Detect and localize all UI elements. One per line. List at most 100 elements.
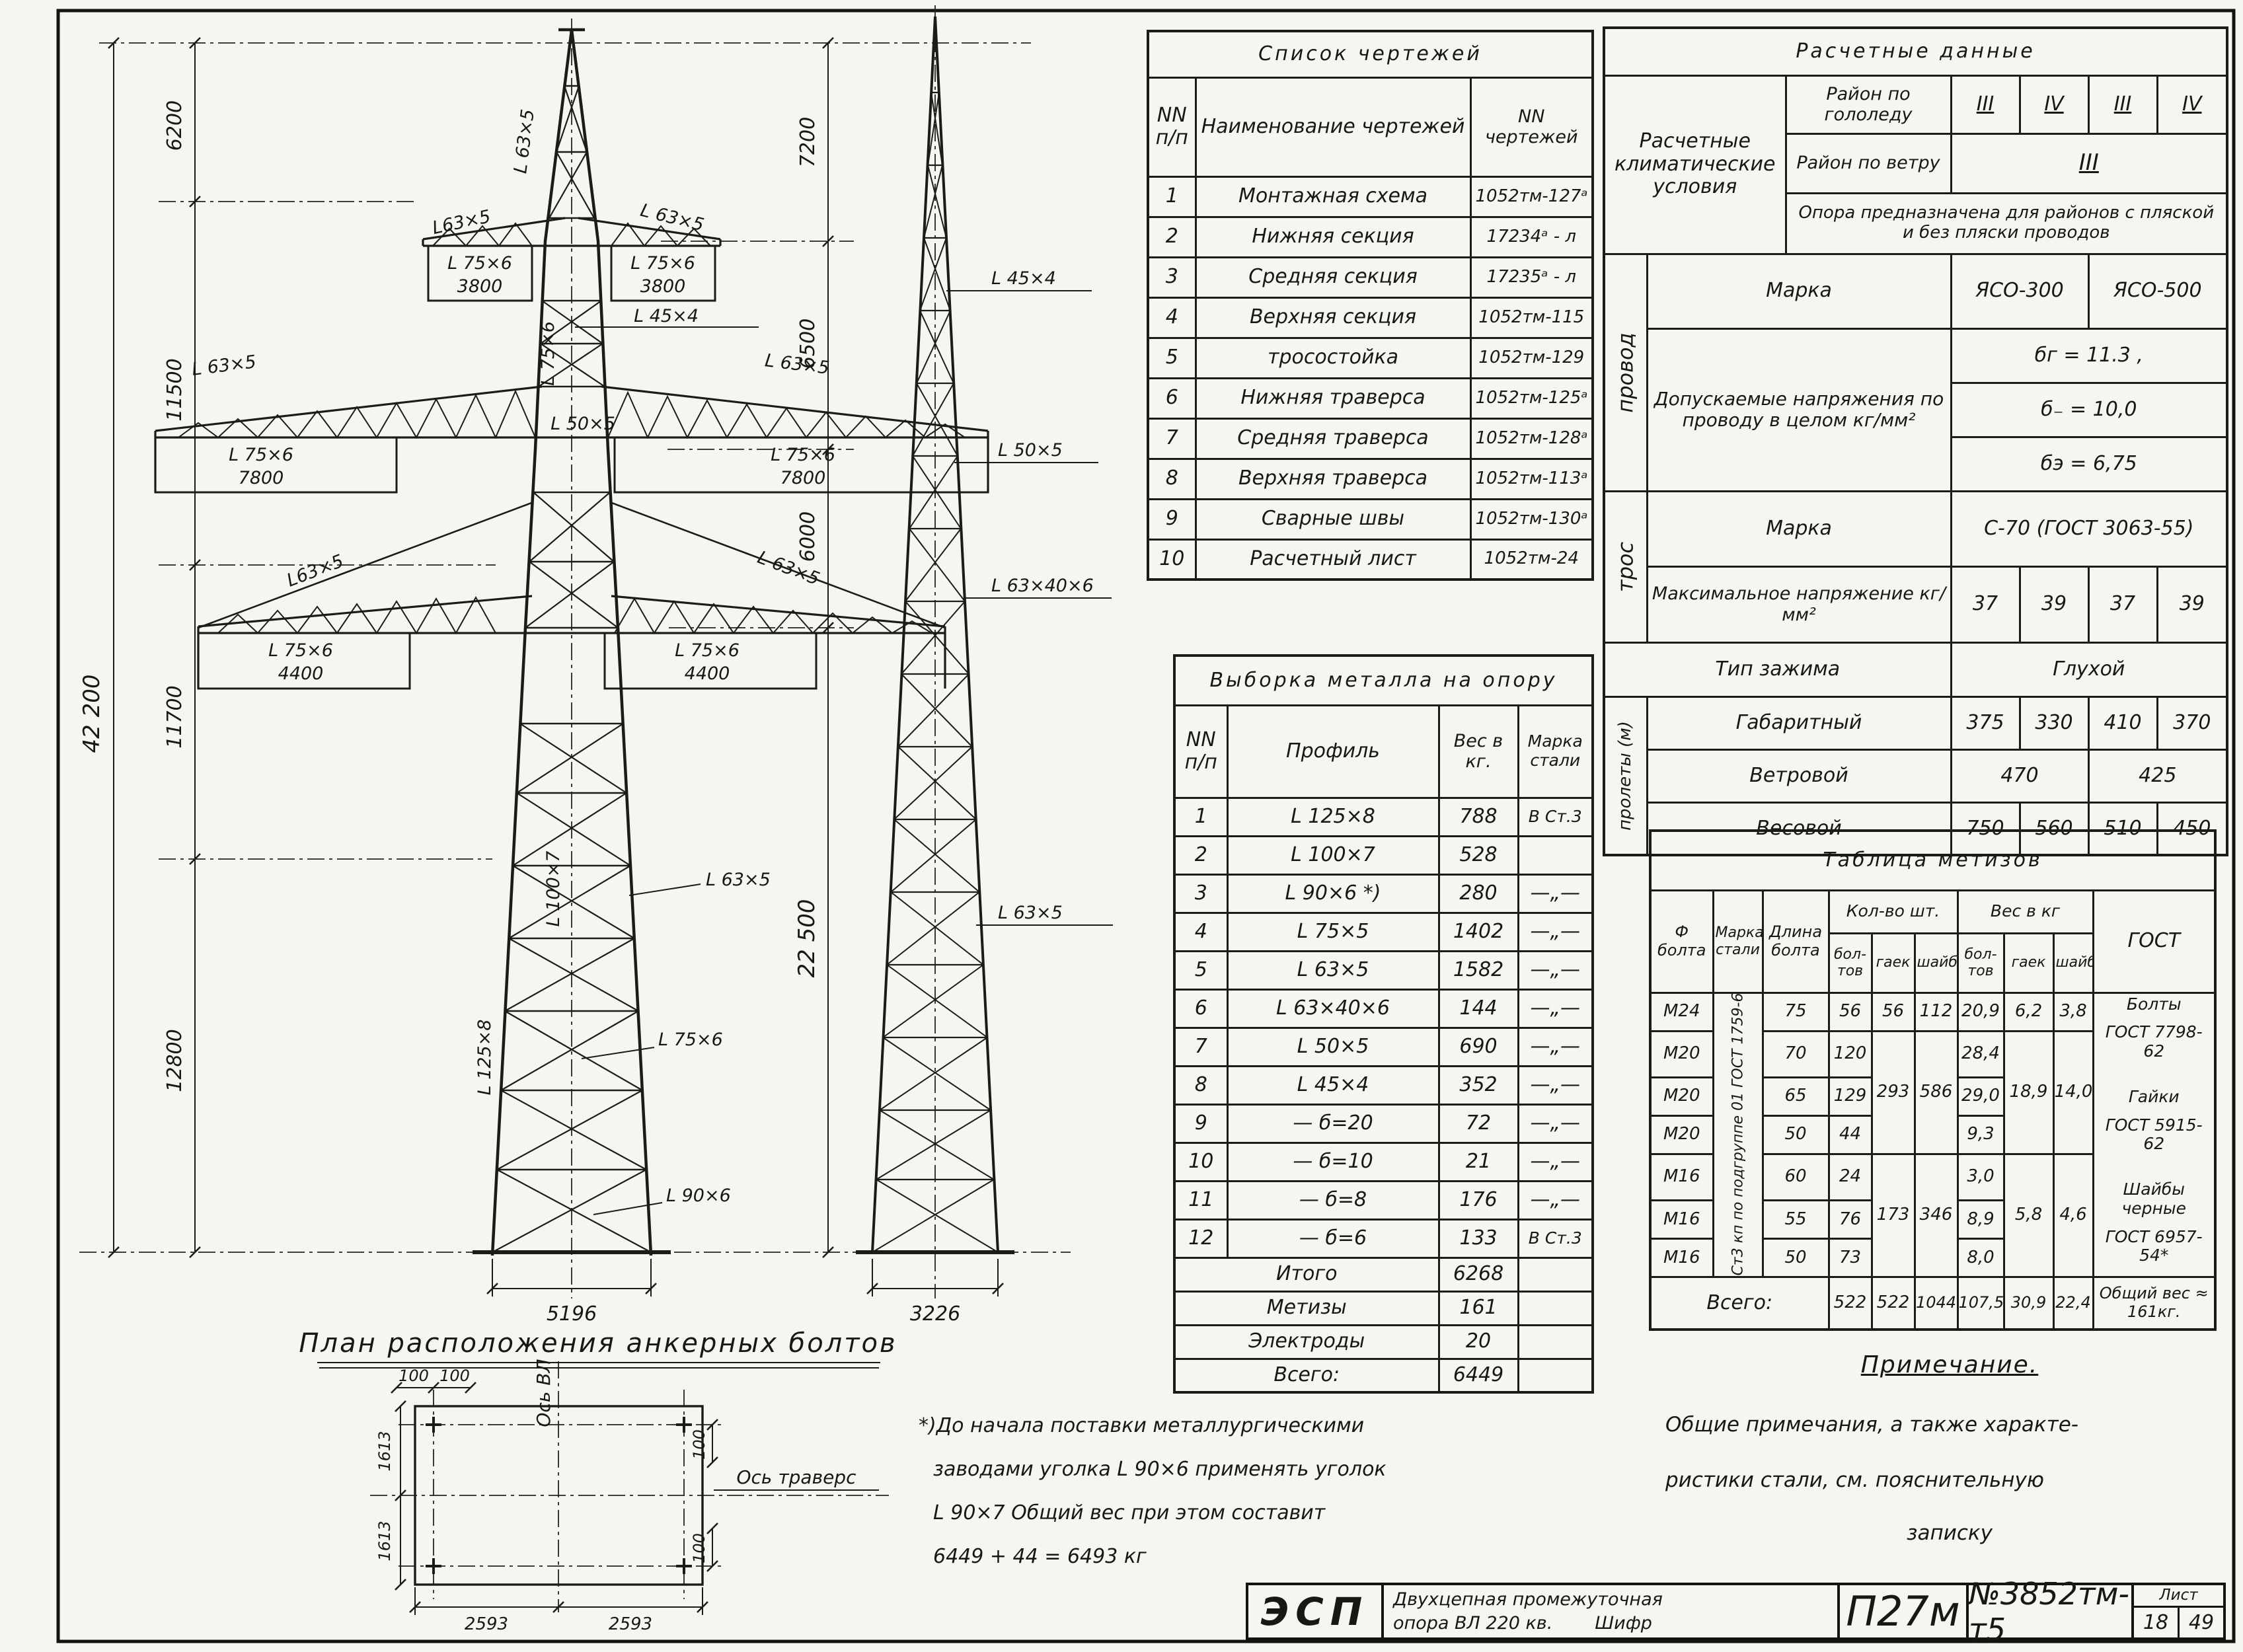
cell-name: Монтажная схема — [1194, 175, 1472, 218]
cell-weight: 72 — [1437, 1103, 1519, 1144]
col-header-steel: Марка стали — [1517, 704, 1594, 799]
empty-cell — [1517, 1324, 1594, 1360]
desc-line2: опора ВЛ 220 кв. — [1393, 1612, 1553, 1633]
climate-label: Расчетные климатические условия — [1603, 74, 1787, 255]
dim-total-height: 42 200 — [79, 675, 105, 753]
cell-steel: —„— — [1517, 1065, 1594, 1106]
cell-dia: М16 — [1649, 1152, 1714, 1202]
total-value: 20 — [1437, 1324, 1519, 1360]
metal-table: Выборка металла на опору NN п/п Профиль … — [1173, 654, 1595, 1394]
max-stress-label: Максимальное напряжение кг/мм² — [1646, 565, 1952, 644]
span-value: 410 — [2087, 695, 2158, 751]
cell-wb: 8,0 — [1956, 1238, 2005, 1278]
cell-qb: 120 — [1827, 1030, 1873, 1078]
cell-num: 11 — [1173, 1180, 1229, 1220]
cell-profile: — б=8 — [1226, 1180, 1440, 1220]
plan-dim: 100 — [439, 1367, 470, 1385]
cell-wb: 20,9 — [1956, 991, 2005, 1032]
cell-weight: 133 — [1437, 1218, 1519, 1259]
table-row: М20 65 129 29,0 — [1649, 1076, 2215, 1117]
empty-cell — [1517, 1357, 1594, 1394]
cell-profile: L 45×4 — [1226, 1065, 1440, 1106]
member-label: L 75×6 — [538, 321, 558, 386]
cell-dwg: 1052тм-130ᵃ — [1469, 498, 1594, 541]
clamp-label: Тип зажима — [1603, 641, 1952, 698]
total-qn: 522 — [1870, 1276, 1916, 1330]
desc-line1: Двухцепная промежуточная — [1393, 1589, 1663, 1610]
cell-wb: 3,0 — [1956, 1152, 2005, 1202]
stress-value: бг = 11.3 , — [1950, 327, 2228, 384]
metal-table-title: Выборка металла на опору — [1173, 654, 1594, 706]
cell-num: 3 — [1173, 873, 1229, 914]
cell-qn: 56 — [1870, 991, 1916, 1032]
cell-dia: М20 — [1649, 1076, 1714, 1117]
cell-ww-merged: 4,6 — [2052, 1152, 2094, 1279]
desc-line2-wrap: опора ВЛ 220 кв.Шифр — [1393, 1612, 1652, 1635]
cell-weight: 176 — [1437, 1180, 1519, 1220]
total-qw: 1044 — [1913, 1276, 1959, 1330]
cell-dwg: 1052тм-115 — [1469, 296, 1594, 339]
cell-qn-merged: 293 — [1870, 1030, 1916, 1155]
total-wn: 30,9 — [2002, 1276, 2055, 1330]
note-line: записку — [1906, 1521, 1993, 1545]
cell-weight: 352 — [1437, 1065, 1519, 1106]
plan-dim: 1613 — [375, 1521, 394, 1561]
cable-mark-value: С-70 (ГОСТ 3063-55) — [1950, 490, 2228, 568]
cell-profile: — б=10 — [1226, 1141, 1440, 1182]
cell-dwg: 1052тм-127ᵃ — [1469, 175, 1594, 218]
cell-num: 2 — [1147, 215, 1197, 258]
cell-dia: М20 — [1649, 1114, 1714, 1155]
dim-label: 6500 — [796, 319, 819, 369]
sub-header-bolts: бол-тов — [1827, 932, 1873, 994]
note-title: Примечание. — [1860, 1351, 2039, 1378]
cell-name: тросостойка — [1194, 336, 1472, 379]
cell-num: 1 — [1173, 796, 1229, 837]
title-block: ЭСП Двухцепная промежуточная опора ВЛ 22… — [1246, 1576, 2226, 1647]
stress-label: Допускаемые напряжения по проводу в цело… — [1646, 327, 1952, 492]
description-cell: Двухцепная промежуточная опора ВЛ 220 кв… — [1384, 1585, 1840, 1637]
cell-qw: 112 — [1913, 991, 1959, 1032]
cell-weight: 1402 — [1437, 911, 1519, 952]
footnote-line: L 90×7 Общий вес при этом составит — [933, 1501, 1326, 1524]
cell-steel: В Ст.3 — [1517, 796, 1594, 837]
cell-len: 50 — [1761, 1114, 1830, 1155]
gost-note: ГОСТ 6957-54* — [2105, 1226, 2203, 1265]
calc-data-title: Расчетные данные — [1603, 26, 2228, 77]
sub-header-nuts: гаек — [1870, 932, 1916, 994]
span-row-label: Ветровой — [1646, 748, 1952, 804]
sheet-num: 18 — [2134, 1608, 2180, 1638]
member-label: L 75×6 — [447, 253, 512, 274]
plan-dim: 1613 — [375, 1431, 394, 1471]
cell-weight: 788 — [1437, 796, 1519, 837]
cell-weight: 528 — [1437, 835, 1519, 876]
col-header-dwg: NN чертежей — [1469, 76, 1594, 178]
member-label: L 63×5 — [510, 108, 539, 175]
cell-qw-merged: 346 — [1913, 1152, 1959, 1279]
cell-wb: 8,9 — [1956, 1199, 2005, 1240]
sheet-label: Лист — [2134, 1585, 2223, 1608]
col-header-steel: Марка стали — [1712, 889, 1764, 994]
cell-name: Расчетный лист — [1194, 538, 1472, 581]
total-label: Всего: — [1173, 1357, 1440, 1394]
cell-dwg: 1052тм-125ᵃ — [1469, 377, 1594, 420]
span-value: 330 — [2018, 695, 2090, 751]
cell-profile: L 63×5 — [1226, 950, 1440, 991]
plan-dim: 2593 — [609, 1614, 652, 1634]
ice-value: III — [1950, 74, 2021, 135]
cell-num: 1 — [1147, 175, 1197, 218]
plan-dim: 2593 — [465, 1614, 508, 1634]
ice-label: Район по гололеду — [1784, 74, 1952, 135]
max-stress-value: 39 — [2018, 565, 2090, 644]
datum-lines — [79, 5, 1071, 1612]
